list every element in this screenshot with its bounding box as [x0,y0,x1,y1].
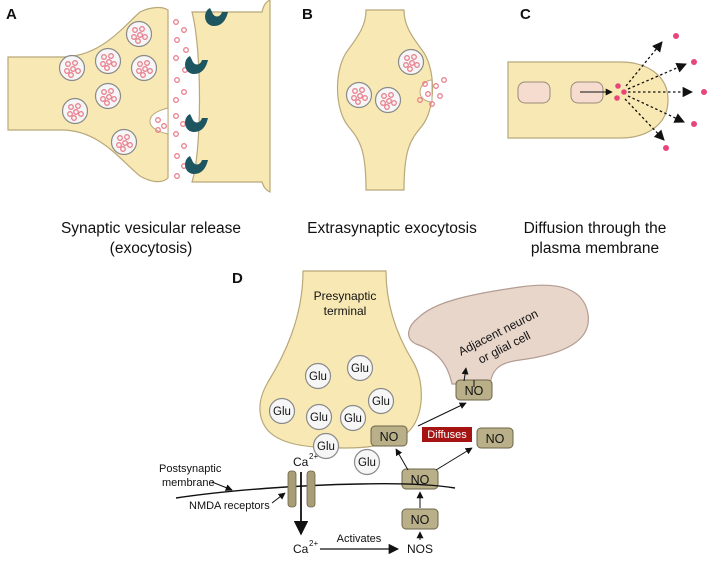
panel-d-diffuses-badge: Diffuses [422,427,472,442]
panel-d-no-box: NO [401,508,439,530]
glu-vesicle: Glu [346,354,374,382]
panel-d-letter: D [232,270,243,287]
panel-d-calcium-bottom: Ca [293,542,309,556]
svg-text:NO: NO [411,513,430,527]
glu-vesicle: Glu [312,432,340,460]
panel-c-letter: C [520,6,531,23]
panel-c-inner-molecules [614,83,627,101]
svg-text:NO: NO [486,432,505,446]
glu-vesicle: Glu [367,387,395,415]
panel-d-adjacent-cell [408,284,589,385]
panel-d: D Adjacent neuron or glial cell Presynap… [159,270,589,556]
svg-text:Glu: Glu [309,371,327,383]
panel-d-postsynaptic-membrane [175,482,456,499]
panel-a-caption-line2: (exocytosis) [110,240,193,257]
panel-d-nmda-label: NMDA receptors [189,500,270,512]
panel-a-vesicle [94,47,122,75]
panel-c-outer-molecules [663,33,707,151]
svg-text:NO: NO [380,430,399,444]
panel-a-letter: A [6,6,17,23]
panel-a-fusion-pore [149,107,169,135]
panel-d-postsynaptic-label-line1: Postsynaptic [159,463,222,475]
svg-text:NO: NO [411,473,430,487]
panel-a: A Synaptic ve [6,0,271,257]
panel-b-vesicle [397,48,425,76]
svg-text:Diffuses: Diffuses [427,429,467,441]
panel-d-glu-vesicles: Glu Glu Glu Glu Glu Glu Glu Glu [268,354,395,476]
panel-a-caption-line1: Synaptic vesicular release [61,220,241,237]
panel-b: B Extrasynaptic exocytosis [302,6,477,237]
panel-c-diffusion-arrows [624,41,694,141]
panel-d-nos-label: NOS [407,542,433,556]
svg-text:Glu: Glu [317,441,335,453]
panel-c: C Diffusion through the plasma membrane [507,6,707,257]
panel-b-letter: B [302,6,313,23]
svg-text:Glu: Glu [344,413,362,425]
glu-vesicle: Glu [339,404,367,432]
glu-vesicle: Glu [353,448,381,476]
panel-d-calcium-bottom-charge: 2+ [309,539,318,548]
glu-vesicle: Glu [305,403,333,431]
panel-d-calcium-top: Ca [293,455,309,469]
svg-text:NO: NO [465,384,484,398]
panel-d-nmda-pointer [271,492,286,504]
panel-d-nmda-receptor-icon [287,470,316,508]
panel-d-calcium-top-charge: 2+ [309,452,318,461]
panel-b-released-transmitter [417,77,447,107]
panel-c-organelle [517,81,551,104]
panel-d-postsynaptic-label-line2: membrane [162,477,215,489]
panel-a-vesicle [61,97,89,125]
panel-d-presynaptic-label-line1: Presynaptic [314,289,377,303]
panel-a-vesicle [94,82,122,110]
panel-d-no-arrows [395,367,475,508]
panel-d-activates-label: Activates [337,533,382,545]
panel-a-postsynaptic-cell [191,0,271,193]
glu-vesicle: Glu [304,362,332,390]
panel-b-caption-line1: Extrasynaptic exocytosis [307,220,477,237]
panel-a-vesicle [130,54,158,82]
panel-a-receptor-icon [185,8,228,174]
svg-text:Glu: Glu [358,457,376,469]
panel-a-vesicle [125,20,153,48]
panel-a-released-transmitter [155,19,189,179]
svg-text:Glu: Glu [372,396,390,408]
panel-d-membrane-pointer [211,481,233,491]
svg-text:Glu: Glu [310,412,328,424]
panel-a-vesicle [58,54,86,82]
panel-d-no-box: NO [370,425,408,447]
panel-d-no-box: NO [476,427,514,449]
panel-a-vesicle [110,128,138,156]
glu-vesicle: Glu [268,397,296,425]
panel-d-no-box: NO [455,379,493,401]
svg-text:Glu: Glu [273,406,291,418]
panel-c-caption-line1: Diffusion through the [524,220,667,237]
svg-text:Glu: Glu [351,363,369,375]
panel-d-presynaptic-label-line2: terminal [324,304,367,318]
panel-b-vesicle [345,81,373,109]
panel-c-caption-line2: plasma membrane [531,240,659,257]
panel-b-vesicle [374,86,402,114]
